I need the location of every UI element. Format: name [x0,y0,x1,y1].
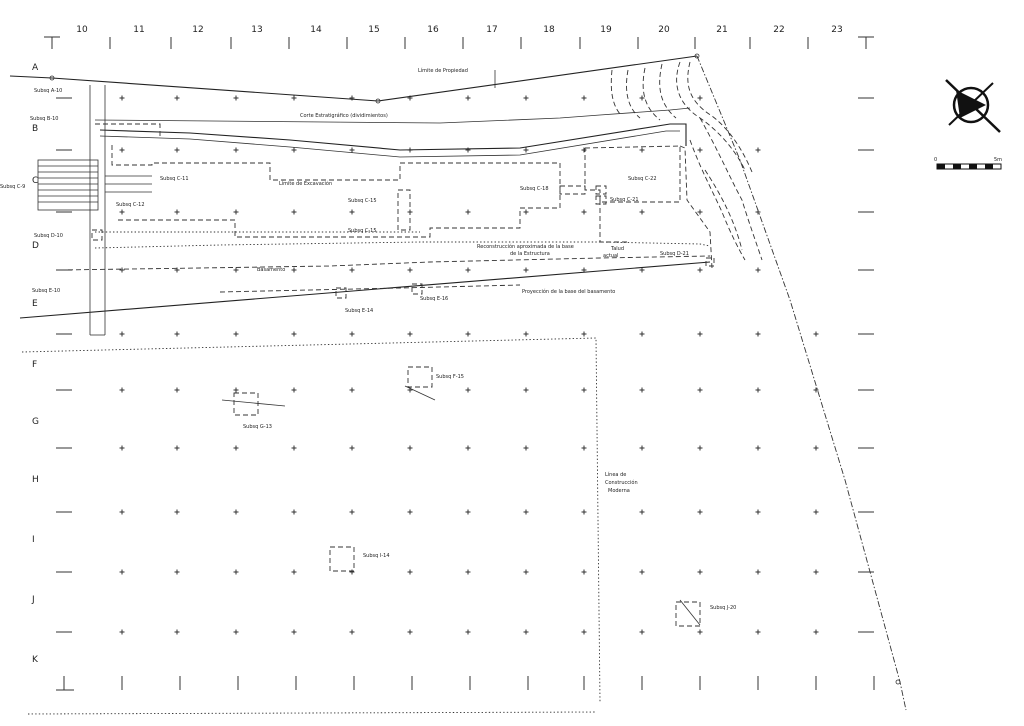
east-property-line [696,55,907,711]
base-reconstruction-line [94,241,711,249]
excavation-limit [111,145,561,238]
grid-bottom-ticks [56,676,875,691]
subpit-label: Subsq C-11 [160,176,189,182]
subpit-label: Subsq J-20 [710,605,736,611]
basamento-line [59,255,711,271]
scale-min-label: 0 [934,157,937,163]
west-stairway [37,85,152,336]
pit-j20 [675,601,701,627]
north-arrow-icon [945,79,1001,133]
subpit-label: Subsq A-10 [34,88,62,94]
grid-row-label: F [32,360,37,370]
grid-column-label: 22 [773,25,784,35]
grid-row-label: E [32,299,38,309]
label-limite: Límite de Propiedad [418,67,468,74]
pit-f15 [407,366,433,388]
grid-row-label: K [32,655,39,665]
subpit-label: Subsq G-13 [243,424,272,430]
label-construccion-1: Línea de [605,471,626,478]
grid-column-label: 12 [192,25,203,35]
subpit-label: Subsq C-22 [628,176,657,182]
subpit-label: Subsq E-16 [420,296,448,302]
grid-column-label: 17 [486,25,497,35]
subpit-label: Subsq C-9 [0,184,25,190]
label-reconstruccion-1: Reconstrucción aproximada de la base [477,243,574,250]
subpit-label: Subsq B-10 [30,116,58,122]
south-property-line [19,261,711,319]
label-reconstruccion-2: de la Estructura [510,251,550,257]
scale-max-label: 5m [994,157,1002,163]
grid-column-label: 20 [658,25,670,35]
label-construccion-2: Construcción [605,479,638,486]
scale-bar: 0 5m [934,157,1002,170]
subpit-label: Subsq F-15 [436,374,464,380]
subpit-label: Subsq E-10 [32,288,60,294]
subpit-label: Subsq C-12 [116,202,145,208]
subpit-label: Subsq C-18 [520,186,549,192]
grid-column-label: 14 [310,25,322,35]
grid-top-ticks [44,36,874,49]
subpit-label: Subsq C-15 [348,228,377,234]
topographic-contours [610,61,763,261]
grid-column-label: 19 [600,25,612,35]
subpit-label: Subsq D-10 [34,233,63,239]
grid-marks [56,95,874,635]
label-proyeccion: Proyección de la base del basamento [522,288,615,295]
grid-row-label: C [32,176,38,186]
grid-column-label: 13 [251,25,262,35]
property-line [9,55,698,102]
grid-column-labels: 10 11 12 13 14 15 16 17 18 19 20 21 22 23 [76,25,842,35]
subpit-label: Subsq C-21 [610,197,639,203]
modern-construction-line [21,337,601,703]
label-excavacion: Límite de Excavación [279,180,332,187]
grid-column-label: 16 [427,25,439,35]
subpit-label: Subsq D-21 [660,251,689,257]
subpit-label: Subsq I-14 [363,553,390,559]
label-corte: Corte Estratigráfico (dividimientos) [300,112,388,119]
grid-row-labels: A B C D E F G H I J K [31,63,39,665]
grid-column-label: 18 [543,25,555,35]
pit-i14 [329,546,355,572]
grid-column-label: 23 [831,25,842,35]
stratigraphic-cut [99,123,687,151]
grid-row-label: H [32,475,39,485]
grid-row-label: J [31,595,35,605]
subpit-label: Subsq C-15 [348,198,377,204]
grid-row-label: B [32,124,38,134]
label-talud-1: Talud [610,246,624,252]
label-basamento: Basamento [257,267,285,273]
pit-g13 [233,392,259,416]
label-talud-2: actual [603,253,618,259]
grid-row-label: G [32,417,39,427]
grid-row-label: D [32,241,39,251]
grid-row-label: A [32,63,39,73]
grid-column-label: 11 [133,25,144,35]
subpit-label: Subsq E-14 [345,308,373,314]
grid-column-label: 15 [368,25,379,35]
grid-row-label: I [32,535,35,545]
grid-column-label: 10 [76,25,88,35]
grid-column-label: 21 [716,25,727,35]
label-construccion-3: Moderna [608,488,630,494]
